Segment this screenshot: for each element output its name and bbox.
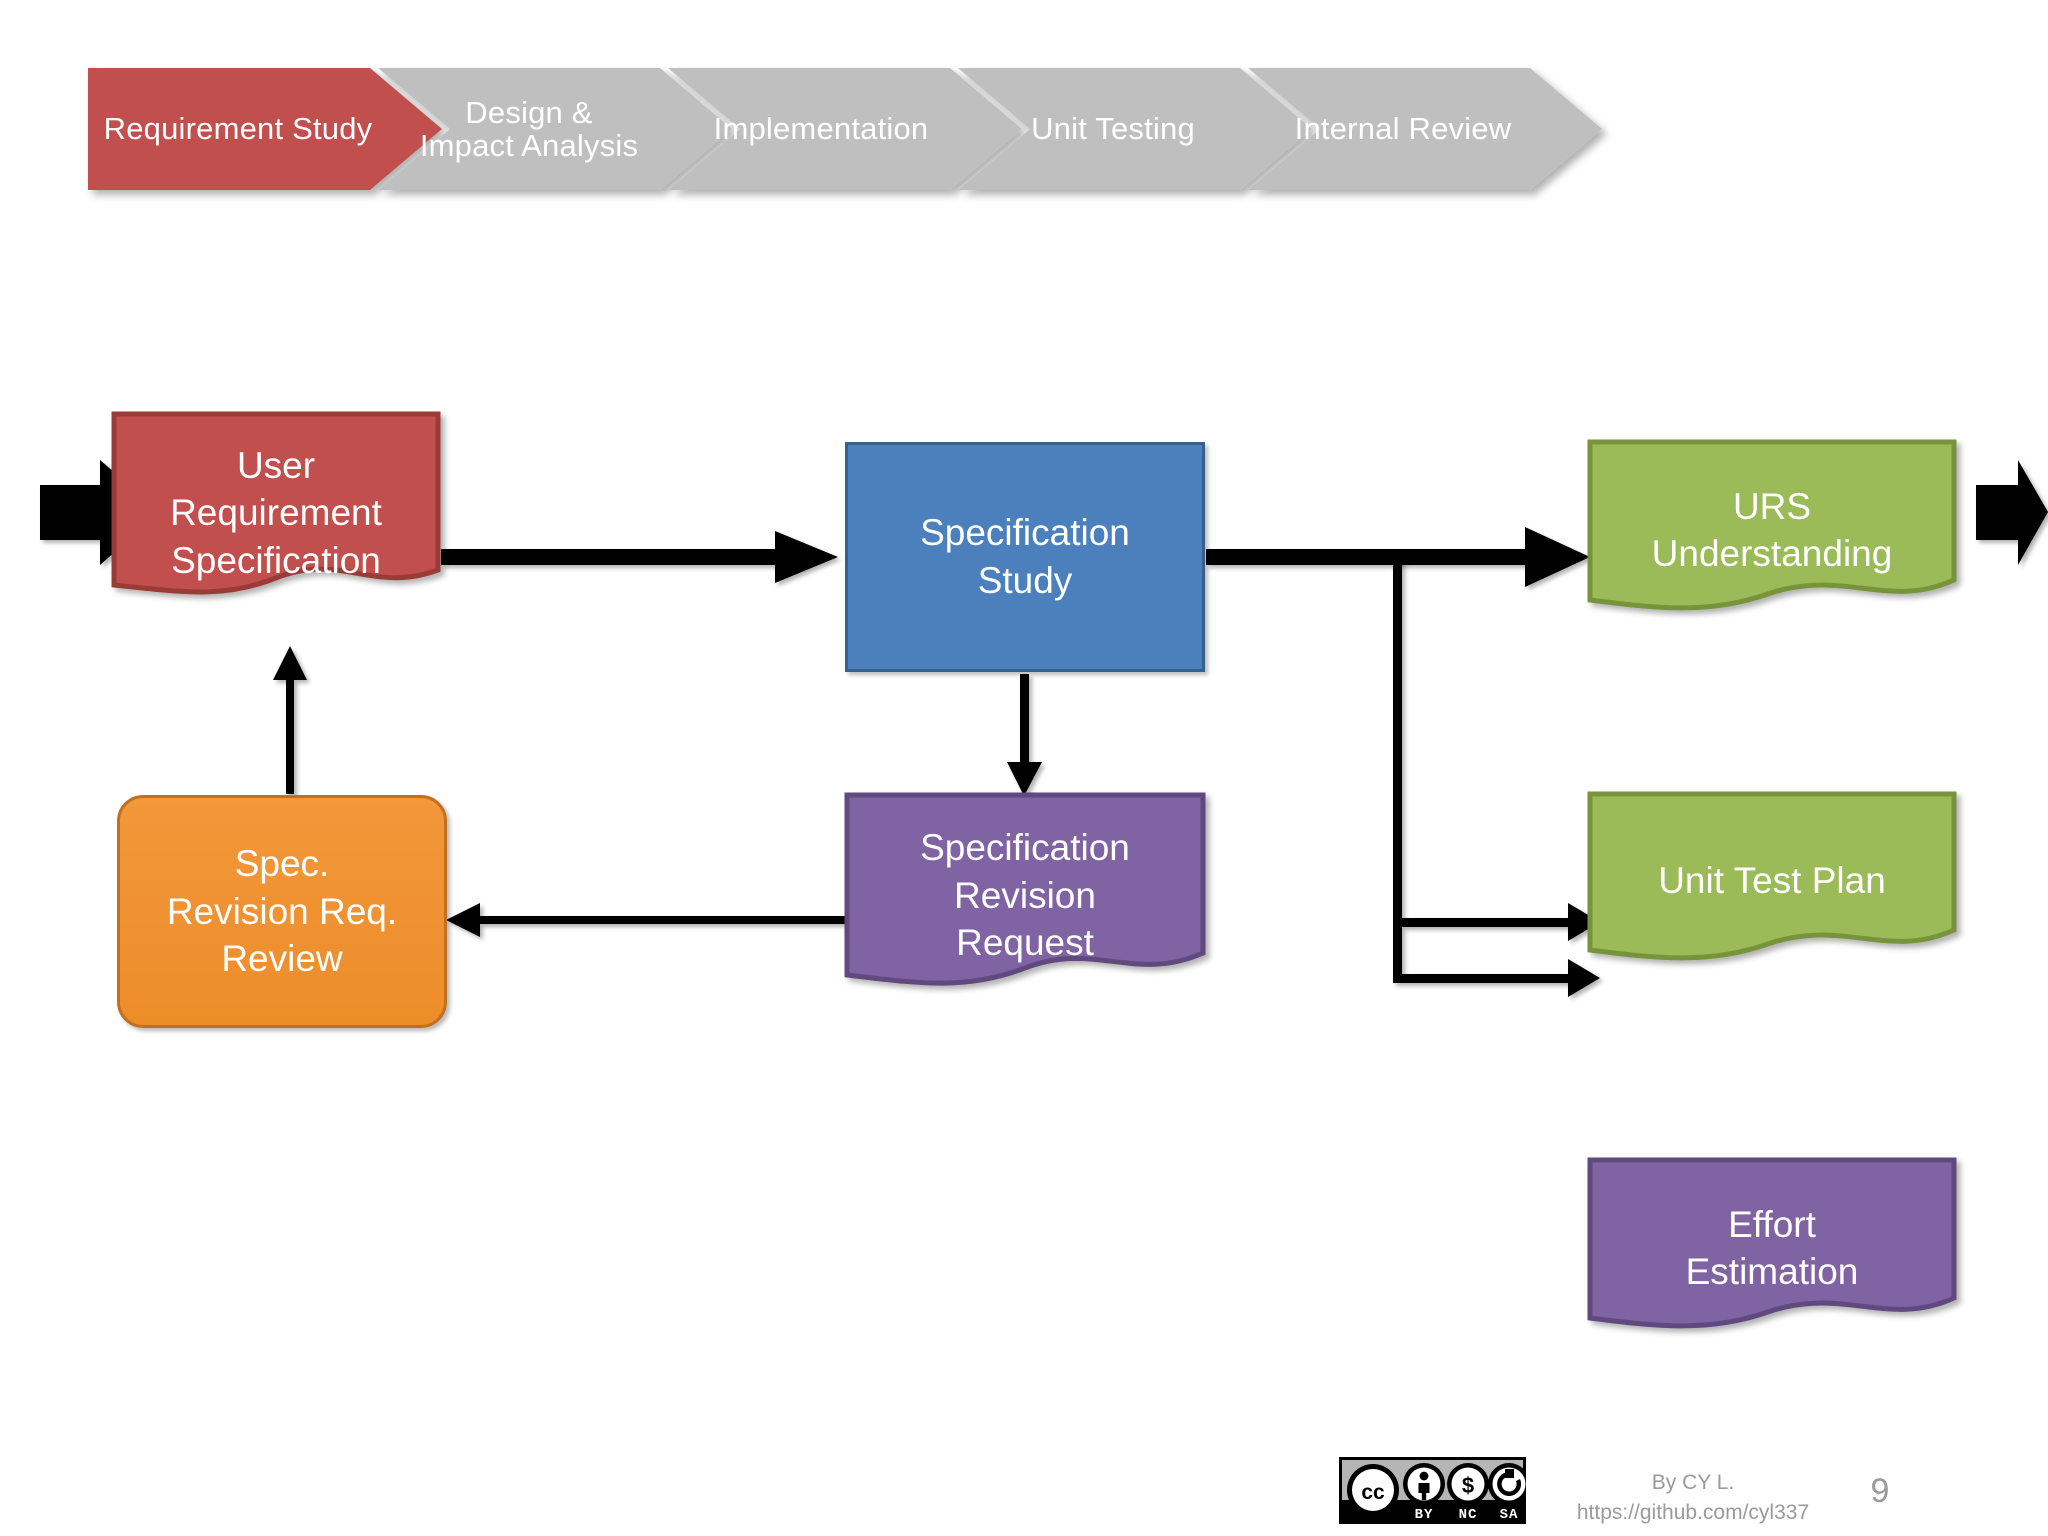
document-shape-purple-2: [1587, 1157, 1957, 1329]
node-unit-test-plan[interactable]: Unit Test Plan: [1587, 791, 1957, 970]
node-label: Specification Study: [920, 511, 1130, 601]
document-shape-purple: [844, 792, 1206, 986]
node-specification-revision-request[interactable]: Specification Revision Request: [844, 792, 1206, 998]
node-label: Specification Revision Request: [920, 827, 1130, 964]
node-user-requirement-specification[interactable]: User Requirement Specification: [111, 411, 441, 614]
process-step-shape-1[interactable]: [88, 68, 442, 190]
node-urs-understanding[interactable]: URS Understanding: [1587, 439, 1957, 620]
footer-url[interactable]: https://github.com/cyl337: [1576, 1500, 1810, 1524]
footer-credit: By CY L. https://github.com/cyl337: [1548, 1468, 1838, 1528]
output-block-arrow: [1976, 460, 2048, 565]
edge-spec-study-to-spec-rev-request: [1007, 674, 1042, 796]
page-number: 9: [1870, 1472, 1890, 1510]
node-effort-estimation[interactable]: Effort Estimation: [1587, 1157, 1957, 1338]
node-label: URS Understanding: [1651, 485, 1893, 574]
node-label: User Requirement Specification: [170, 444, 382, 581]
node-label: Spec. Revision Req. Review: [166, 843, 398, 980]
process-step-bar-shapes: [88, 68, 1602, 190]
svg-text:$: $: [1462, 1473, 1474, 1498]
edge-spec-rev-request-to-review: [446, 903, 848, 937]
process-step-shape-5[interactable]: [1248, 68, 1602, 190]
cc-by-nc-sa-icon: cc $ BY NC SA: [1339, 1457, 1530, 1524]
edge-spec-study-branch-trunk: [1393, 557, 1600, 997]
node-spec-revision-req-review[interactable]: Spec. Revision Req. Review: [117, 795, 447, 1028]
process-step-shape-4[interactable]: [958, 68, 1312, 190]
node-label: Unit Test Plan: [1658, 860, 1886, 902]
document-shape-green-1: [1587, 439, 1957, 611]
node-specification-study[interactable]: Specification Study: [845, 442, 1205, 672]
edge-spec-study-to-urs-understanding: [1206, 527, 1590, 587]
node-label: Effort Estimation: [1685, 1203, 1859, 1292]
svg-text:SA: SA: [1500, 1507, 1519, 1523]
svg-text:cc: cc: [1361, 1481, 1385, 1504]
edge-urs-to-spec-study: [441, 531, 838, 583]
svg-text:NC: NC: [1459, 1507, 1478, 1523]
svg-text:BY: BY: [1415, 1507, 1434, 1523]
process-step-bar: Requirement Study Design & Impact Analys…: [88, 68, 1968, 190]
process-step-shape-3[interactable]: [668, 68, 1022, 190]
creative-commons-license-badge[interactable]: cc $ BY NC SA: [1339, 1457, 1530, 1524]
document-shape-green-2: [1587, 791, 1957, 961]
process-step-shape-2[interactable]: [378, 68, 732, 190]
edge-review-to-urs: [273, 646, 307, 794]
document-shape-red: [111, 411, 441, 595]
footer-author: By CY L.: [1651, 1471, 1735, 1494]
